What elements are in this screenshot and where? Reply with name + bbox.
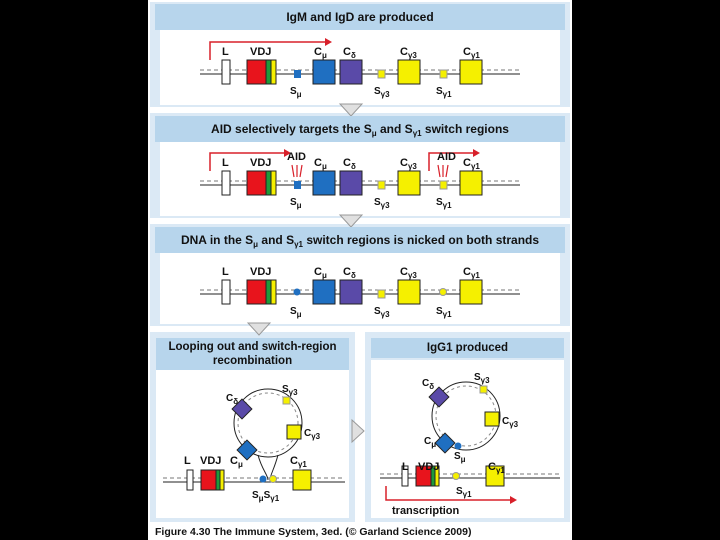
label-leader: L <box>222 157 229 169</box>
label-c-gamma1: Cγ1 <box>488 461 505 475</box>
vdj-green <box>265 59 272 85</box>
right-arrow <box>351 418 365 444</box>
label-leader: L <box>402 461 409 473</box>
label-leader: L <box>184 455 191 467</box>
c-gamma1-box <box>459 59 483 85</box>
vdj-red <box>246 59 267 85</box>
igg1-diagram <box>380 381 560 504</box>
c-delta-box <box>339 59 363 85</box>
label-aid-gamma1: AID <box>437 151 456 163</box>
s-mu-nick <box>293 288 301 296</box>
panel-4-title: Looping out and switch-region recombinat… <box>156 338 349 370</box>
c-mu-box <box>312 59 336 85</box>
label-c-gamma1: Cγ1 <box>463 46 480 60</box>
leader-segment <box>221 59 231 85</box>
label-s-gamma3: Sγ3 <box>474 372 490 385</box>
loop-diagram <box>163 388 345 491</box>
label-leader: L <box>222 266 229 278</box>
label-c-delta: Cδ <box>343 266 356 280</box>
label-s-mu: Sμ <box>290 306 302 319</box>
down-arrow-2 <box>338 214 364 228</box>
label-c-mu: Cμ <box>230 455 243 469</box>
panel-3-title: DNA in the Sμ and Sγ1 switch regions is … <box>155 227 565 253</box>
label-c-delta: Cδ <box>422 378 435 391</box>
s-gamma1-box <box>439 69 448 79</box>
label-c-mu: Cμ <box>424 436 437 449</box>
panel-5-inner <box>371 360 564 518</box>
label-s-gamma3: Sγ3 <box>374 306 390 319</box>
aid-arrows-mu <box>291 164 303 178</box>
c-gamma3-box <box>397 59 421 85</box>
label-s-gamma1: Sγ1 <box>436 197 452 210</box>
label-vdj: VDJ <box>418 461 440 473</box>
down-arrow-1 <box>338 103 364 117</box>
label-c-delta: Cδ <box>226 393 239 406</box>
label-c-gamma3: Cγ3 <box>304 428 321 441</box>
label-s-gamma3: Sγ3 <box>374 86 390 99</box>
label-vdj: VDJ <box>250 46 272 58</box>
transcription-arrow-2b <box>428 152 473 171</box>
label-vdj: VDJ <box>200 455 222 467</box>
label-c-mu: Cμ <box>314 266 327 280</box>
label-transcription: transcription <box>392 505 460 517</box>
down-arrow-3 <box>246 322 272 336</box>
label-s-mu: Sμ <box>290 86 302 99</box>
label-vdj: VDJ <box>250 266 272 278</box>
label-c-gamma3: Cγ3 <box>400 46 417 60</box>
label-c-gamma3: Cγ3 <box>400 266 417 280</box>
s-gamma1-nick <box>439 288 447 296</box>
label-c-gamma3: Cγ3 <box>502 416 519 429</box>
label-s-gamma3: Sγ3 <box>282 384 298 397</box>
panel-5-title: IgG1 produced <box>371 338 564 358</box>
label-s-gamma1: Sγ1 <box>436 306 452 319</box>
panel-1-title: IgM and IgD are produced <box>155 4 565 30</box>
label-s-mu: Sμ <box>454 451 466 464</box>
gene-row-2 <box>200 149 520 196</box>
label-s-mu-s-gamma1: SμSγ1 <box>252 490 280 503</box>
s-mu-box <box>294 70 301 78</box>
label-c-mu: Cμ <box>314 157 327 171</box>
label-c-gamma3: Cγ3 <box>400 157 417 171</box>
aid-arrows-g1 <box>437 164 449 178</box>
label-c-delta: Cδ <box>343 46 356 60</box>
label-s-gamma3: Sγ3 <box>374 197 390 210</box>
label-s-gamma1: Sγ1 <box>436 86 452 99</box>
label-aid-mu: AID <box>287 151 306 163</box>
label-c-mu: Cμ <box>314 46 327 60</box>
label-s-mu: Sμ <box>290 197 302 210</box>
panel-2-title: AID selectively targets the Sμ and Sγ1 s… <box>155 116 565 142</box>
gene-row-1 <box>200 38 520 85</box>
label-c-gamma1: Cγ1 <box>463 266 480 280</box>
label-leader: L <box>222 46 229 58</box>
s-gamma3-box <box>377 69 386 79</box>
transcription-arrow-igg1 <box>385 486 510 501</box>
label-c-delta: Cδ <box>343 157 356 171</box>
transcription-arrow-1 <box>209 41 325 60</box>
transcription-arrow-2a <box>209 152 284 171</box>
label-vdj: VDJ <box>250 157 272 169</box>
label-c-gamma1: Cγ1 <box>290 455 307 469</box>
label-s-gamma1: Sγ1 <box>456 486 472 499</box>
gene-row-3 <box>200 279 520 305</box>
figure-caption: Figure 4.30 The Immune System, 3ed. (© G… <box>155 526 472 538</box>
vdj-yellow <box>270 59 277 85</box>
panel-4-inner <box>156 370 349 518</box>
label-c-gamma1: Cγ1 <box>463 157 480 171</box>
